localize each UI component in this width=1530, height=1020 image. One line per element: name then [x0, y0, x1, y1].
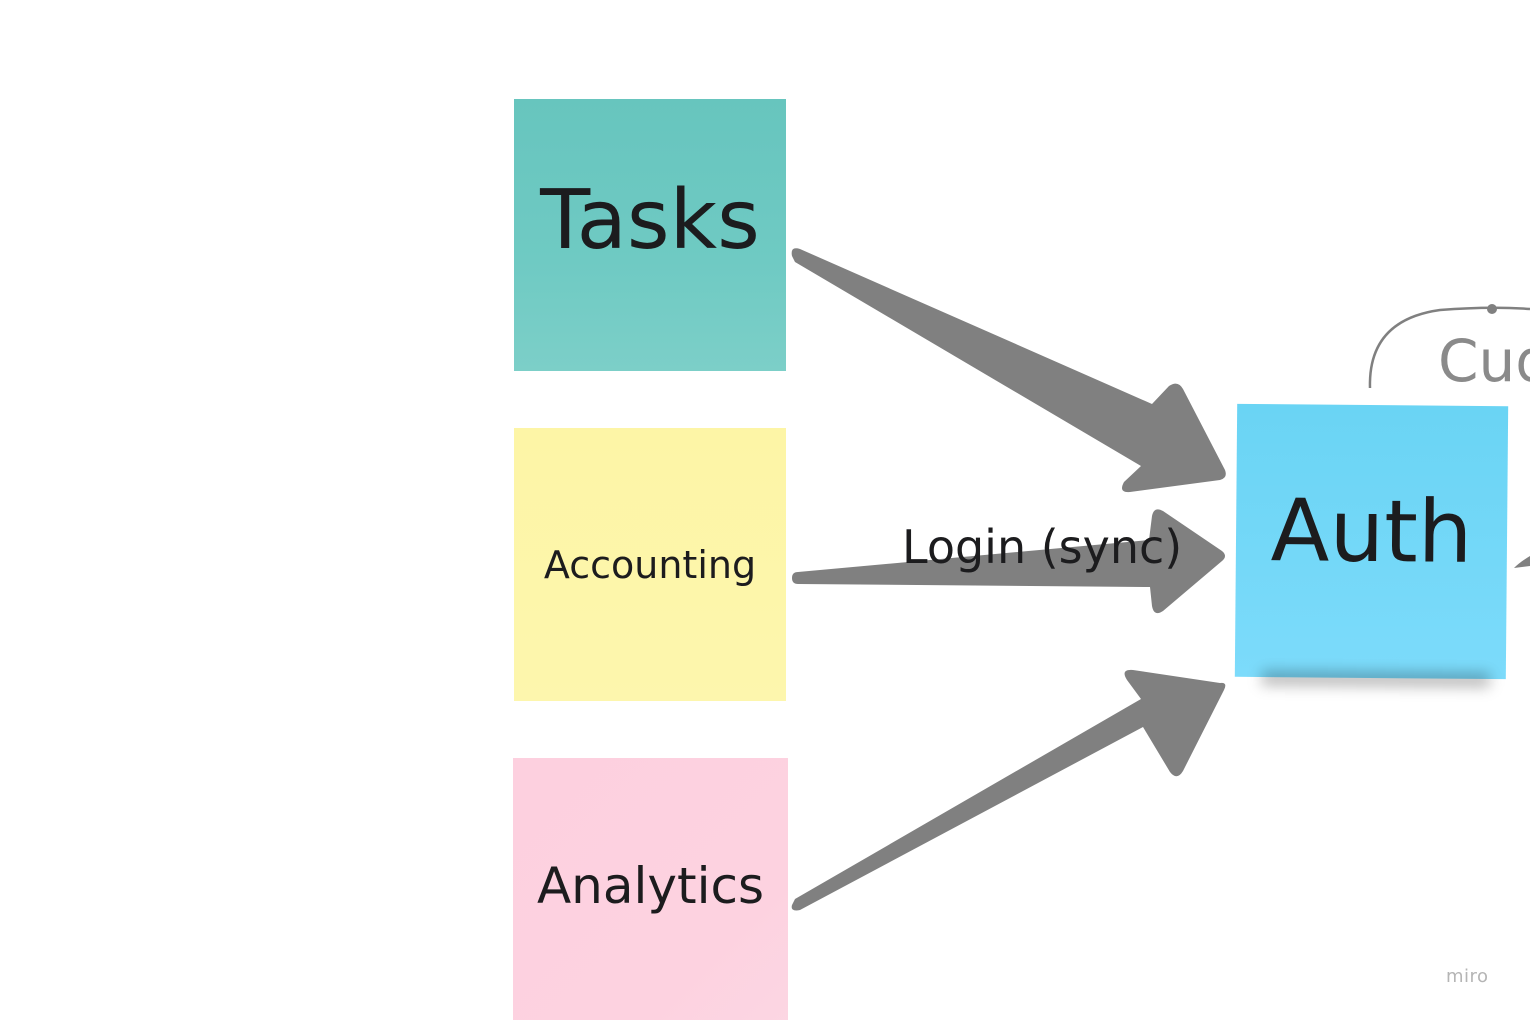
sticky-note-accounting[interactable]: Accounting [514, 428, 786, 701]
sticky-note-tasks[interactable]: Tasks [514, 99, 786, 371]
sticky-note-label: Tasks [540, 173, 760, 268]
arrow-analytics-to-auth[interactable] [791, 669, 1226, 911]
connector-label-login[interactable]: Login (sync) [902, 520, 1183, 574]
arrow-accounting-to-auth[interactable] [792, 509, 1225, 614]
sticky-note-analytics[interactable]: Analytics [513, 758, 788, 1020]
cud-curve-handle[interactable] [1487, 304, 1497, 314]
cud-curve-connector[interactable] [1368, 306, 1530, 389]
arrow-tasks-to-auth[interactable] [791, 248, 1226, 493]
arrow-partial-right[interactable] [1514, 556, 1530, 568]
miro-watermark-logo: miro [1446, 966, 1489, 987]
sticky-note-label: Analytics [536, 856, 765, 915]
connector-label-cud[interactable]: Cud [1438, 327, 1530, 395]
sticky-note-label: Accounting [543, 542, 757, 587]
